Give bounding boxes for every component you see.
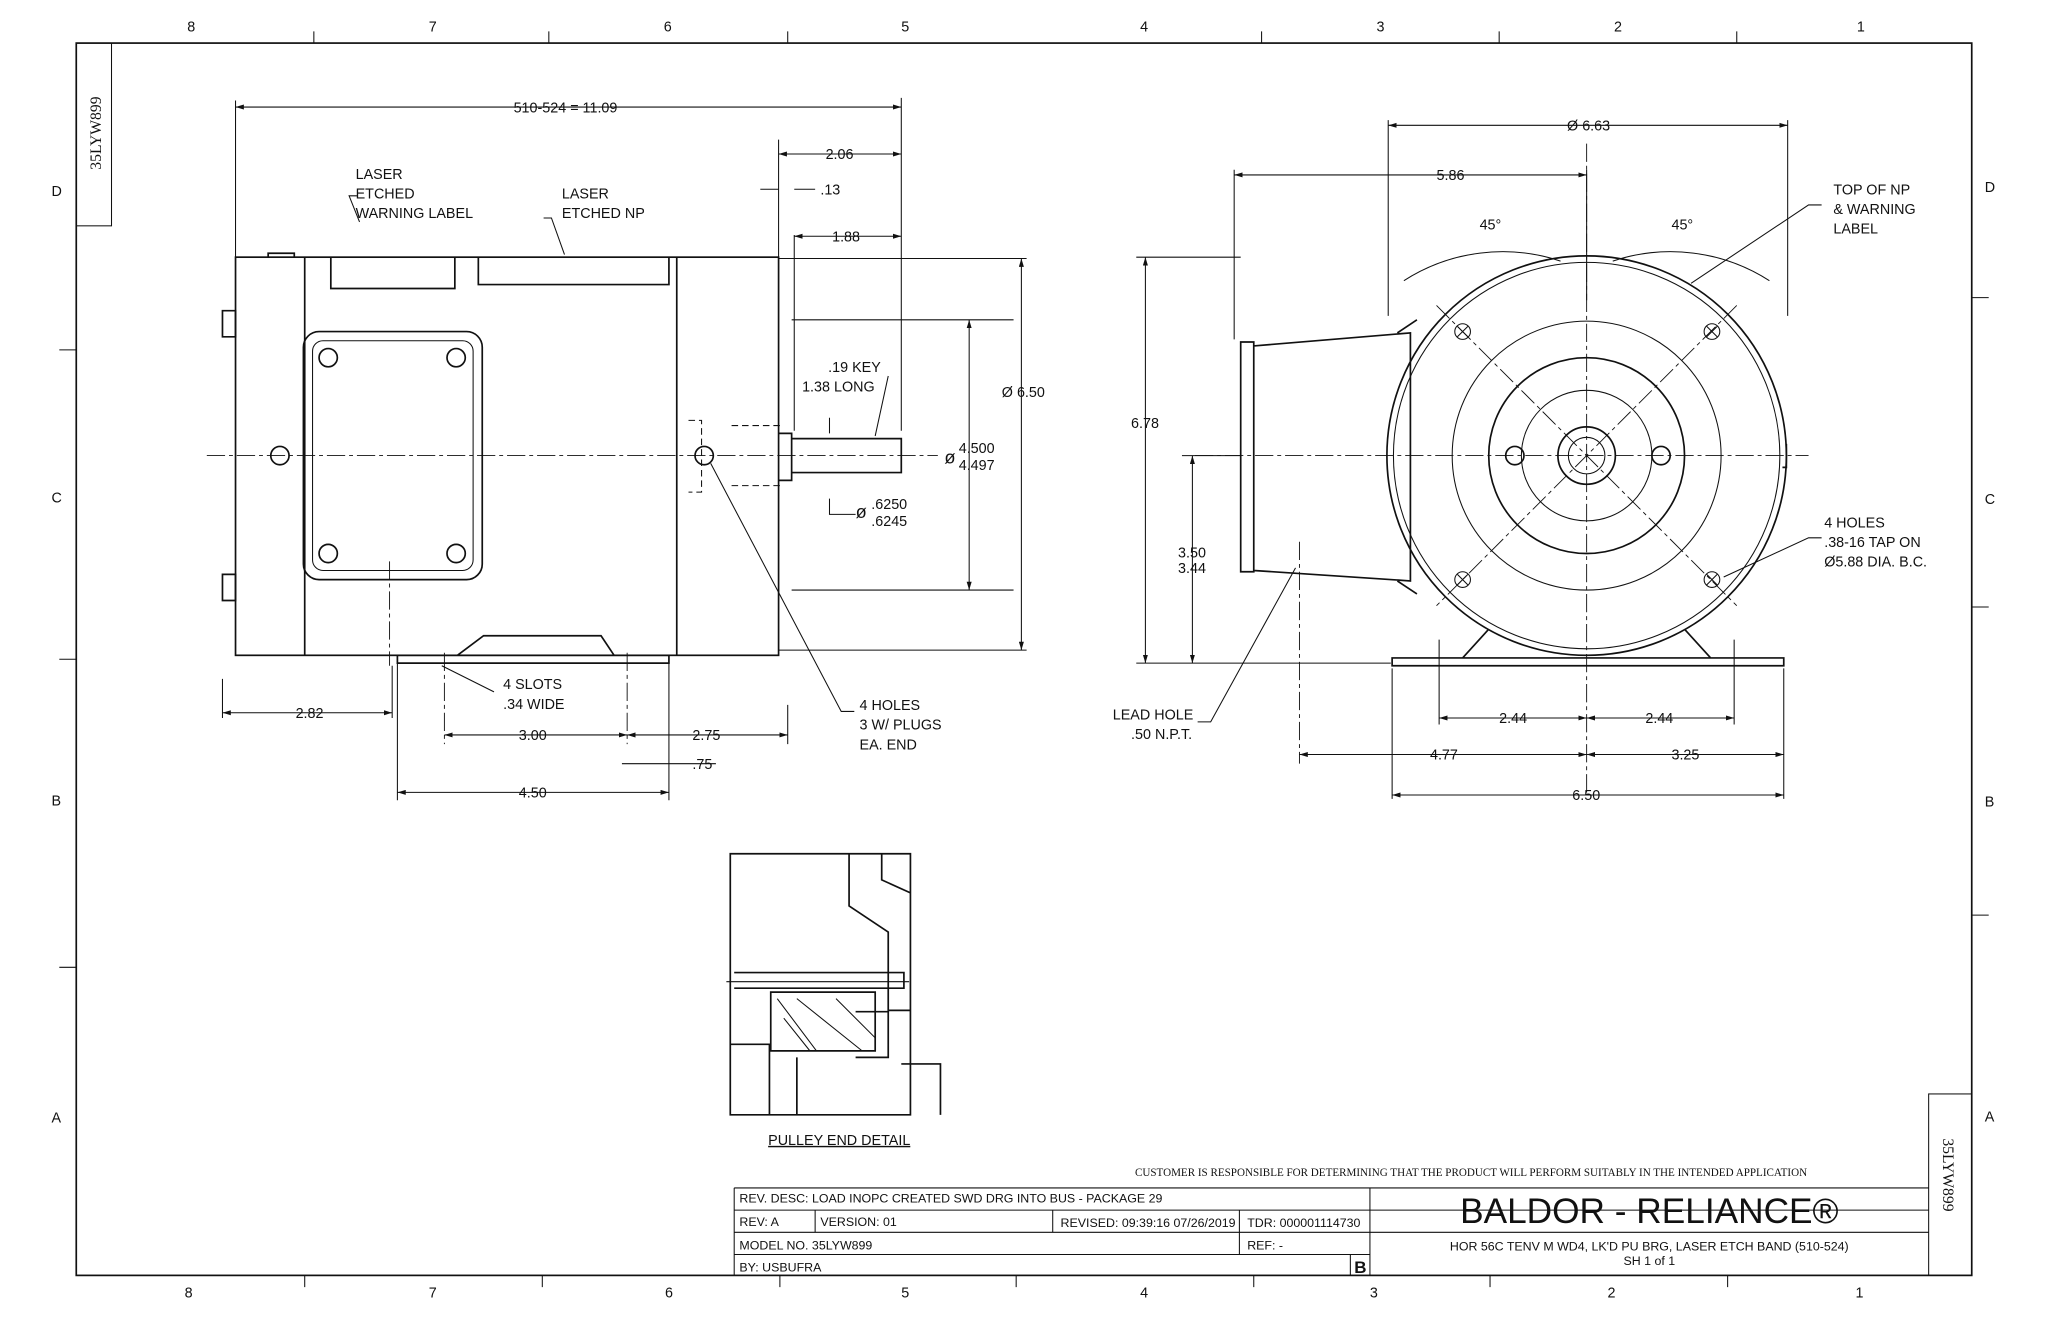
key-note: .19 KEY	[828, 360, 881, 376]
zone-col-5-b: 5	[901, 1286, 909, 1302]
zone-col-3: 3	[1376, 19, 1384, 35]
diameter-symbol: ø	[944, 446, 955, 467]
zone-col-2-b: 2	[1608, 1286, 1616, 1302]
tap-holes-note: .38-16 TAP ON	[1824, 535, 1920, 551]
dim-1-88: 1.88	[832, 230, 860, 246]
dim-0-13: .13	[820, 183, 840, 199]
laser-np-note: ETCHED NP	[562, 206, 645, 222]
dim-2-06: 2.06	[826, 147, 854, 163]
rev: REV: A	[739, 1215, 779, 1229]
dim-dia-6-63: Ø 6.63	[1567, 119, 1610, 135]
zone-col-2: 2	[1614, 19, 1622, 35]
disclaimer: CUSTOMER IS RESPONSIBLE FOR DETERMINING …	[1135, 1167, 1807, 1179]
zone-col-1-b: 1	[1856, 1286, 1864, 1302]
dim-4-77: 4.77	[1430, 748, 1458, 764]
drawing-id-bottom: 35LYW899	[1939, 1138, 1956, 1211]
model-number: MODEL NO. 35LYW899	[739, 1238, 872, 1252]
laser-warning-label-note: LASER	[356, 167, 403, 183]
zone-row-c-r: C	[1985, 492, 1995, 508]
lead-hole-note: .50 N.P.T.	[1131, 727, 1192, 743]
zone-col-4-b: 4	[1140, 1286, 1148, 1302]
dim-2-82: 2.82	[296, 706, 324, 722]
tap-holes-note: Ø5.88 DIA. B.C.	[1824, 555, 1927, 571]
dim-5-86: 5.86	[1437, 168, 1465, 184]
drawing-border: 35LYW899 35LYW899 8 7 6 5 4 3 2 1 8 7 6 …	[51, 19, 1995, 1301]
slots-note: 4 SLOTS	[503, 677, 562, 693]
version: VERSION: 01	[820, 1215, 897, 1229]
lead-hole-note: LEAD HOLE	[1113, 707, 1194, 723]
laser-warning-label-note: WARNING LABEL	[356, 206, 473, 222]
dim-3-00: 3.00	[519, 728, 547, 744]
dim-4-50: 4.50	[519, 786, 547, 802]
dim-6-50: 6.50	[1572, 788, 1600, 804]
zone-row-b-r: B	[1985, 795, 1995, 811]
dim-height-max: 3.50	[1178, 545, 1206, 561]
ref: REF: -	[1247, 1238, 1283, 1252]
zone-col-7: 7	[429, 19, 437, 35]
top-np-note: LABEL	[1833, 222, 1878, 238]
dim-2-44-right: 2.44	[1645, 711, 1673, 727]
zone-row-d: D	[51, 184, 61, 200]
dim-overall-length: 510-524 = 11.09	[514, 100, 618, 116]
zone-col-6: 6	[664, 19, 672, 35]
drawing-id-top: 35LYW899	[88, 96, 105, 169]
laser-warning-label-note: ETCHED	[356, 186, 415, 202]
top-np-note: & WARNING	[1833, 202, 1915, 218]
dim-6-78: 6.78	[1131, 416, 1159, 432]
description: HOR 56C TENV M WD4, LK'D PU BRG, LASER E…	[1450, 1240, 1849, 1254]
angle-right: 45°	[1671, 218, 1693, 234]
dim-height-min: 3.44	[1178, 561, 1206, 577]
tap-holes-note: 4 HOLES	[1824, 515, 1885, 531]
dim-2-44-left: 2.44	[1499, 711, 1527, 727]
dim-pilot-max: 4.500	[959, 441, 995, 457]
dim-0-75: .75	[692, 757, 712, 773]
revised-date: REVISED: 09:39:16 07/26/2019	[1061, 1216, 1236, 1230]
zone-col-1: 1	[1857, 19, 1865, 35]
zone-col-7-b: 7	[429, 1286, 437, 1302]
slots-note: .34 WIDE	[503, 697, 564, 713]
end-view: Ø 6.63 5.86 45° 45° TOP OF NP & WARNING …	[1113, 119, 1927, 805]
dim-shaft-max: .6250	[871, 497, 907, 513]
drawn-by: BY: USBUFRA	[739, 1260, 822, 1274]
zone-col-6-b: 6	[665, 1286, 673, 1302]
zone-col-5: 5	[901, 19, 909, 35]
zone-row-a: A	[51, 1111, 61, 1127]
laser-np-note: LASER	[562, 186, 609, 202]
dim-shaft-min: .6245	[871, 514, 907, 530]
angle-left: 45°	[1480, 218, 1502, 234]
rev-desc: REV. DESC: LOAD INOPC CREATED SWD DRG IN…	[739, 1191, 1162, 1205]
key-note: 1.38 LONG	[802, 380, 875, 396]
dim-pilot-min: 4.497	[959, 458, 995, 474]
sheet-number: SH 1 of 1	[1623, 1254, 1675, 1268]
zone-col-8-b: 8	[185, 1286, 193, 1302]
tdr-number: TDR: 000001114730	[1247, 1216, 1360, 1230]
diameter-symbol: ø	[856, 501, 867, 522]
zone-col-8: 8	[187, 19, 195, 35]
pulley-end-detail: PULLEY END DETAIL	[726, 852, 942, 1149]
zone-row-a-r: A	[1985, 1109, 1995, 1125]
zone-col-4: 4	[1140, 19, 1148, 35]
side-view: 510-524 = 11.09 2.06 .13 1.88 LASER ETCH…	[206, 97, 1045, 802]
zone-col-3-b: 3	[1370, 1286, 1378, 1302]
brand-logo: BALDOR - RELIANCE®	[1460, 1192, 1838, 1231]
sheet-size: B	[1354, 1258, 1366, 1277]
dim-2-75: 2.75	[692, 728, 720, 744]
top-np-note: TOP OF NP	[1833, 183, 1910, 199]
zone-row-d-r: D	[1985, 180, 1995, 196]
dim-3-25: 3.25	[1671, 748, 1699, 764]
holes-note: 3 W/ PLUGS	[860, 718, 942, 734]
zone-row-c: C	[51, 491, 61, 507]
dim-dia-6-50: Ø 6.50	[1002, 385, 1045, 401]
title-block: CUSTOMER IS RESPONSIBLE FOR DETERMINING …	[733, 1167, 1929, 1277]
holes-note: EA. END	[860, 737, 917, 753]
zone-row-b: B	[51, 793, 61, 809]
holes-note: 4 HOLES	[860, 698, 921, 714]
detail-title: PULLEY END DETAIL	[768, 1133, 910, 1149]
